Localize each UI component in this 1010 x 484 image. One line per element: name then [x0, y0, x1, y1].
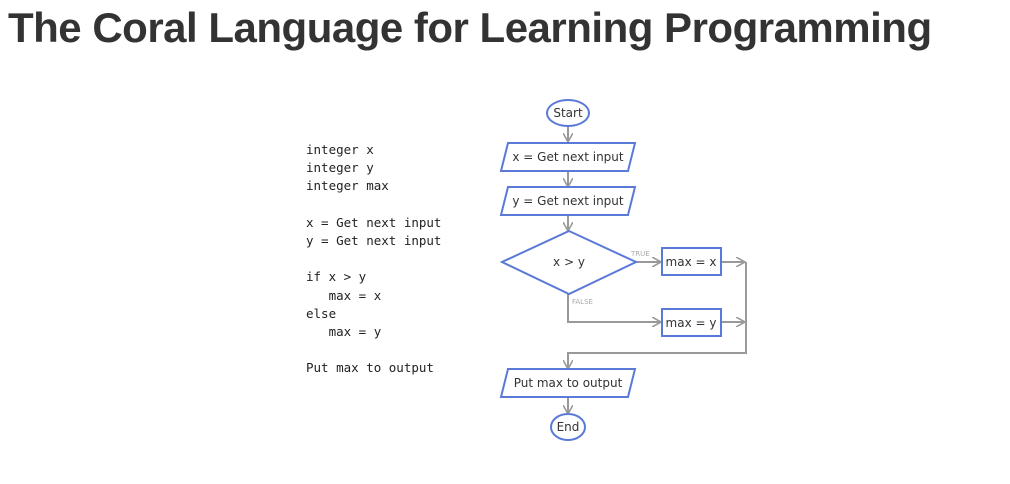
end-terminal — [550, 413, 586, 441]
assign-true-node — [661, 247, 722, 276]
code-line: max = x — [306, 287, 382, 303]
assign-false-node — [661, 308, 722, 337]
input-x-node — [499, 142, 637, 172]
code-line: y = Get next input — [306, 233, 442, 249]
true-branch-label: TRUE — [630, 250, 650, 258]
code-line: if x > y — [306, 269, 367, 285]
start-terminal — [546, 99, 590, 127]
code-line: integer y — [306, 160, 374, 176]
assign-true-label: max = x — [666, 255, 717, 269]
code-line: integer max — [306, 178, 389, 194]
end-label: End — [557, 420, 580, 434]
start-label: Start — [553, 106, 583, 120]
code-line: max = y — [306, 324, 382, 340]
decision-node — [499, 229, 639, 296]
input-y-label: y = Get next input — [512, 194, 624, 208]
connectors — [568, 126, 747, 413]
page-title: The Coral Language for Learning Programm… — [8, 4, 932, 51]
code-line: x = Get next input — [306, 214, 442, 230]
code-line: integer x — [306, 142, 374, 157]
output-node — [499, 368, 637, 398]
false-branch-label: FALSE — [572, 298, 593, 306]
coral-code-listing: integer x integer y integer max x = Get … — [306, 141, 441, 378]
output-label: Put max to output — [514, 376, 623, 390]
input-x-label: x = Get next input — [512, 150, 624, 164]
decision-label: x > y — [553, 255, 585, 269]
code-line: else — [306, 305, 337, 321]
input-y-node — [499, 186, 637, 216]
code-line: Put max to output — [306, 360, 434, 376]
assign-false-label: max = y — [666, 316, 717, 330]
